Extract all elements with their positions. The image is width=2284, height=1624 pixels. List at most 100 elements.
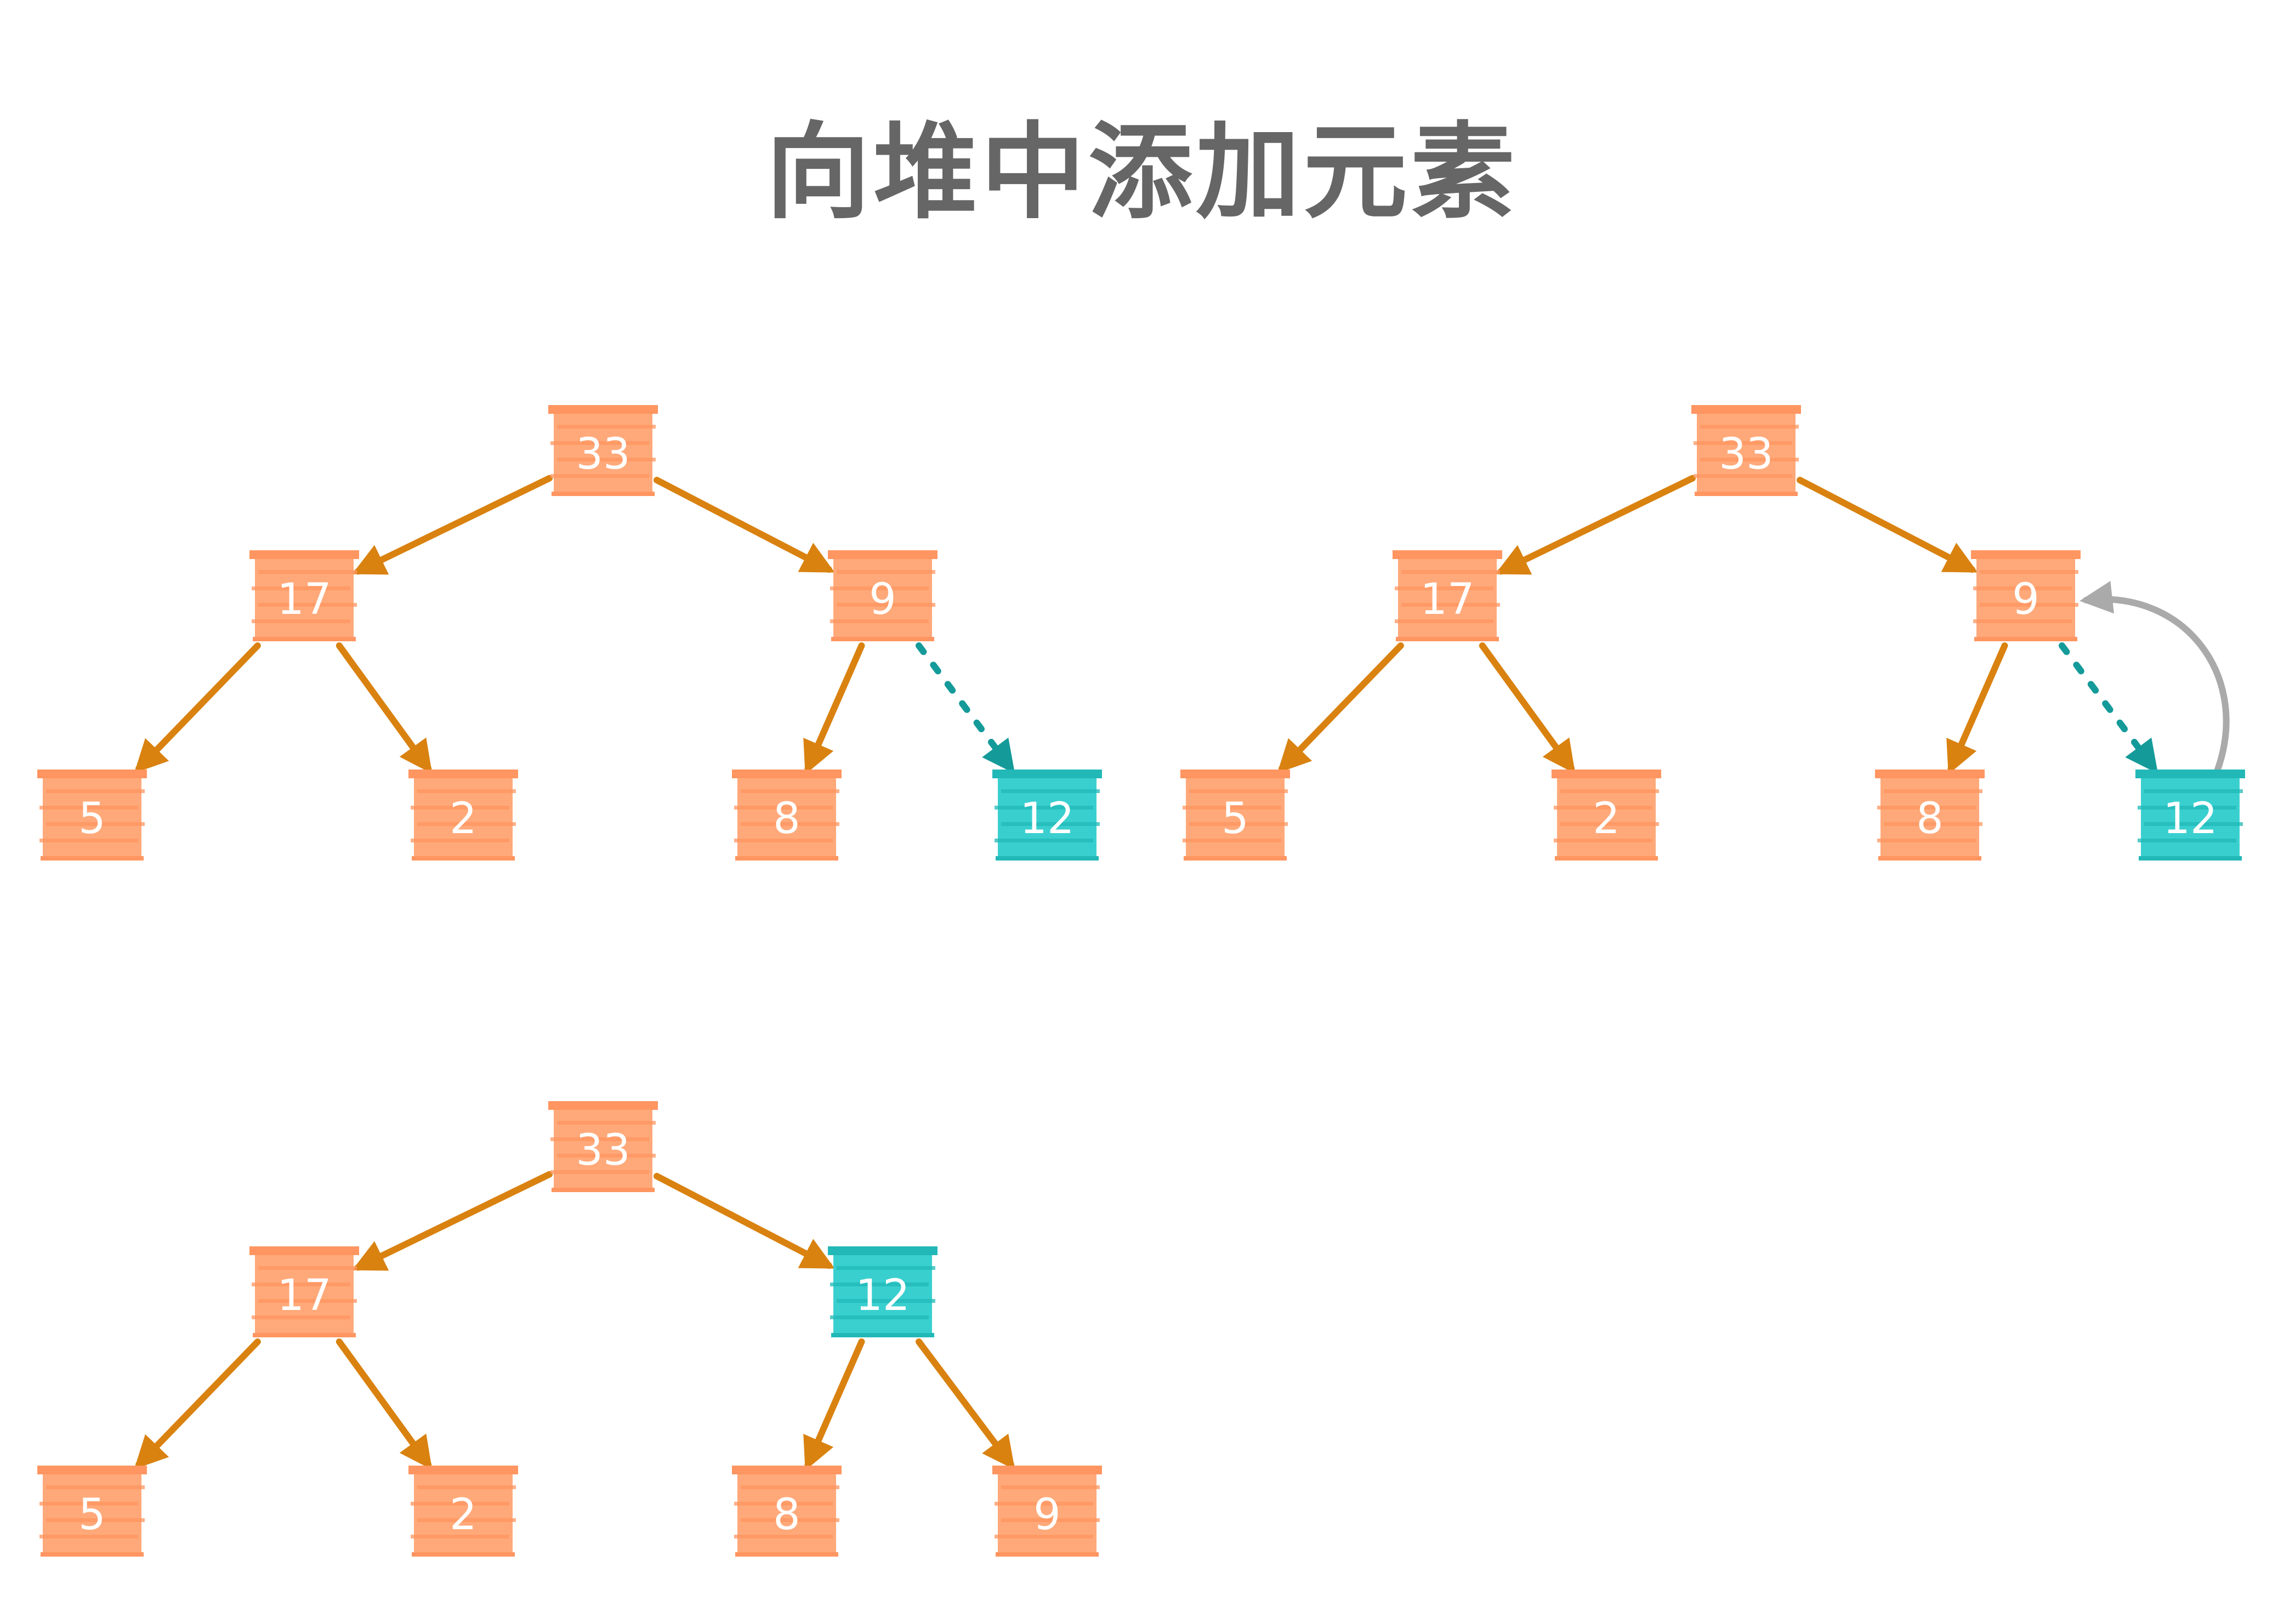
node-stripe	[39, 806, 138, 810]
heap-node: 5	[1180, 770, 1290, 861]
node-stripe	[1700, 425, 1799, 429]
node-stripe	[411, 1535, 509, 1538]
edges-layer	[134, 475, 2230, 1471]
panel-step-1-insert-edges	[134, 475, 1015, 774]
node-bottom-stripe	[1555, 856, 1658, 861]
node-top-stripe	[37, 1466, 147, 1474]
node-stripe	[2144, 822, 2243, 826]
node-box	[1557, 773, 1656, 861]
node-box	[1186, 773, 1285, 861]
node-stripe	[1183, 806, 1281, 810]
node-value: 8	[773, 794, 800, 844]
node-top-stripe	[548, 405, 658, 414]
node-value: 2	[1593, 794, 1620, 844]
node-stripe	[417, 822, 516, 826]
node-value: 12	[855, 1271, 910, 1320]
tree-edge-arrow	[916, 1338, 1015, 1470]
node-stripe	[252, 586, 350, 590]
node-stripe	[39, 1502, 138, 1506]
node-value: 9	[1033, 1490, 1061, 1540]
node-stripe	[741, 1518, 839, 1522]
node-stripe	[1560, 789, 1659, 793]
heap-node: 9	[1971, 550, 2081, 641]
node-box	[2141, 773, 2240, 861]
node-bottom-stripe	[996, 1552, 1099, 1557]
node-stripe	[2144, 789, 2243, 793]
node-stripe	[995, 806, 1093, 810]
node-stripe	[1694, 474, 1792, 478]
node-value: 17	[1420, 575, 1474, 624]
node-stripe	[557, 425, 656, 429]
node-bottom-stripe	[1695, 492, 1798, 496]
node-stripe	[557, 1154, 656, 1158]
highlighted-heap-node: 12	[992, 770, 1102, 861]
node-stripe	[46, 1485, 145, 1489]
node-stripe	[550, 441, 649, 445]
node-box	[737, 1469, 836, 1557]
node-stripe	[417, 1485, 516, 1489]
node-top-stripe	[992, 770, 1102, 778]
node-stripe	[1401, 603, 1500, 607]
node-top-stripe	[249, 550, 359, 559]
node-stripe	[1401, 570, 1500, 574]
node-top-stripe	[732, 1466, 842, 1474]
node-top-stripe	[1875, 770, 1985, 778]
node-stripe	[417, 789, 516, 793]
heap-node: 8	[732, 1466, 842, 1557]
node-top-stripe	[1180, 770, 1290, 778]
heap-node: 5	[37, 770, 147, 861]
node-value: 9	[869, 575, 896, 624]
node-box	[43, 773, 141, 861]
node-stripe	[837, 603, 935, 607]
node-value: 17	[277, 1271, 331, 1320]
node-stripe	[252, 619, 350, 623]
node-value: 5	[1221, 794, 1249, 844]
node-stripe	[1980, 570, 2078, 574]
node-value: 33	[1719, 430, 1773, 479]
node-bottom-stripe	[1974, 637, 2077, 641]
node-box	[833, 1250, 932, 1337]
node-top-stripe	[1552, 770, 1661, 778]
node-bottom-stripe	[253, 637, 356, 641]
heap-node: 9	[992, 1466, 1102, 1557]
tree-edge-arrow	[1479, 642, 1576, 774]
heap-node: 17	[249, 1246, 359, 1337]
node-value: 2	[450, 1490, 477, 1540]
node-bottom-stripe	[412, 1552, 515, 1557]
node-bottom-stripe	[1396, 637, 1499, 641]
node-stripe	[411, 1502, 509, 1506]
heap-node: 33	[548, 1101, 658, 1192]
node-stripe	[1001, 1518, 1100, 1522]
node-box	[1398, 554, 1497, 641]
node-box	[1697, 408, 1796, 496]
node-stripe	[550, 474, 649, 478]
node-stripe	[1189, 822, 1288, 826]
node-stripe	[550, 1170, 649, 1174]
node-value: 12	[2163, 794, 2217, 844]
node-stripe	[46, 822, 145, 826]
tree-edge-arrow	[134, 642, 261, 773]
node-value: 33	[576, 430, 630, 479]
node-stripe	[734, 839, 833, 842]
node-top-stripe	[2135, 770, 2245, 778]
node-stripe	[1877, 806, 1976, 810]
new-edge-arrow	[916, 642, 1015, 774]
node-stripe	[741, 822, 839, 826]
node-stripe	[995, 1535, 1093, 1538]
node-stripe	[1560, 822, 1659, 826]
node-bottom-stripe	[1878, 856, 1981, 861]
heap-node: 2	[1552, 770, 1661, 861]
node-box	[414, 773, 513, 861]
node-box	[998, 773, 1096, 861]
node-stripe	[741, 1485, 839, 1489]
node-stripe	[1395, 619, 1493, 623]
node-stripe	[417, 1518, 516, 1522]
node-stripe	[734, 1535, 833, 1538]
node-stripe	[1884, 822, 1982, 826]
node-top-stripe	[408, 770, 518, 778]
node-stripe	[1189, 789, 1288, 793]
tree-edge-arrow	[336, 1338, 433, 1470]
node-stripe	[1554, 839, 1652, 842]
